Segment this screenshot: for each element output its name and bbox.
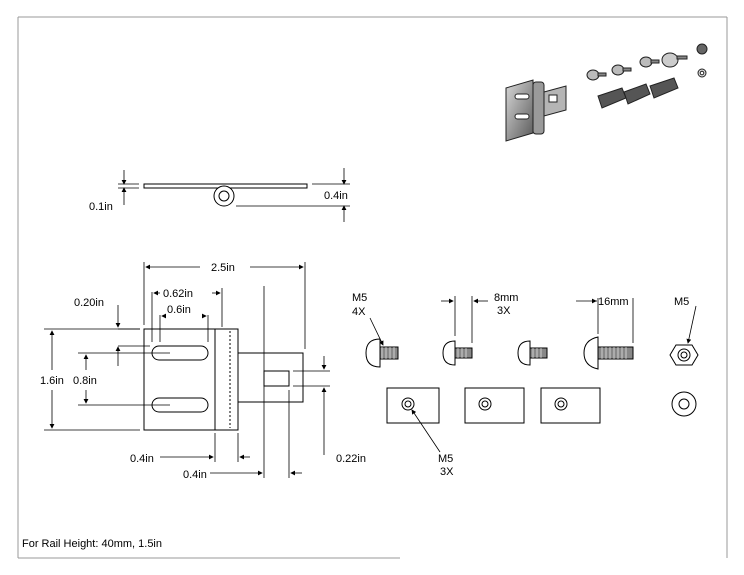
bolt-b-drawing [442,340,473,366]
bolt-a-drawing [365,338,399,368]
bolt-b-qty: 3X [497,305,511,317]
iso-hinge-icon [505,79,567,142]
bolt-c-small-drawing [517,340,548,366]
bolt-b-length: 8mm [494,292,518,304]
top-view-dims [118,168,350,222]
tnut-qty: 3X [440,466,454,478]
dim-tab-height: 0.22in [336,453,366,465]
dim-bottom-left: 0.4in [130,453,154,465]
bolt-a-qty: 4X [352,306,366,318]
dim-overall-height: 1.6in [40,375,64,387]
front-view-part [143,328,304,431]
dim-bottom-mid: 0.4in [183,469,207,481]
dim-top-height: 0.4in [324,190,348,202]
front-view-dims [44,262,330,478]
dim-slot-outer: 0.62in [163,288,193,300]
bolt-b-dims [441,296,488,343]
nut-size: M5 [674,296,689,308]
dim-slot-inner: 0.6in [167,304,191,316]
iso-tnuts-icon [597,77,679,109]
tnut-leader [411,409,441,453]
nut-leader [686,305,697,344]
bolt-a-leader [369,317,384,346]
sheet-border [17,16,728,559]
rail-height-note: For Rail Height: 40mm, 1.5in [22,538,162,550]
dim-overall-width: 2.5in [211,262,235,274]
bolt-a-size: M5 [352,292,367,304]
washer-drawing [671,391,697,417]
iso-screws-icon [586,43,708,81]
top-view-part [143,183,308,207]
bolt-d-drawing [583,336,634,370]
dim-top-offset: 0.20in [74,297,104,309]
dim-slot-spacing: 0.8in [73,375,97,387]
tnut-size: M5 [438,453,453,465]
nut-drawing [669,344,699,366]
dim-top-thickness: 0.1in [89,201,113,213]
bolt-d-dims [576,298,634,343]
bolt-d-length: 16mm [598,296,629,308]
tnut-drawings [386,387,601,424]
